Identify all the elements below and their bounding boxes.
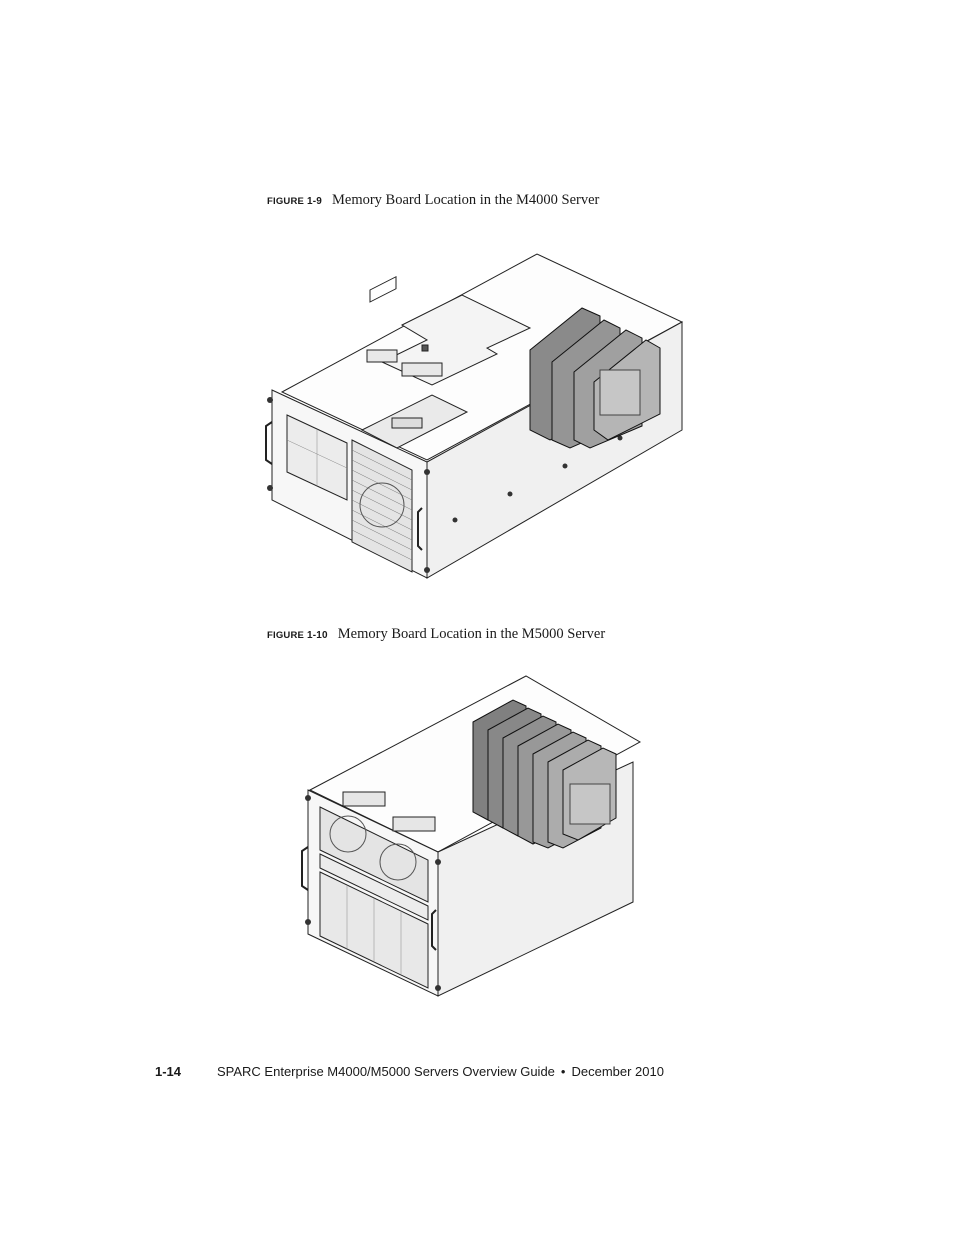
m4000-top-latch-1 [366,349,398,363]
page-number: 1-14 [155,1064,182,1079]
figure-1-9-title: Memory Board Location in the M4000 Serve… [332,192,600,208]
m5000-top-latch-2 [392,816,436,832]
m4000-top-latch-2 [401,362,443,377]
figure-1-9-caption: FIGURE 1-9 Memory Board Location in the M… [267,192,599,209]
m4000-front-fan-grille [351,439,413,573]
page-footer: 1-14 SPARC Enterprise M4000/M5000 Servers… [155,1064,664,1079]
m4000-memory-boards [529,307,661,449]
m5000-server-illustration [301,675,642,997]
footer-separator: • [560,1064,566,1079]
figure-1-10-title: Memory Board Location in the M5000 Serve… [337,626,606,642]
figure-1-10-caption: FIGURE 1-10 Memory Board Location in the … [267,626,605,643]
figure-1-10-label: FIGURE 1-10 [267,630,328,641]
document-title: SPARC Enterprise M4000/M5000 Servers Ove… [217,1064,555,1079]
document-date: December 2010 [571,1064,664,1079]
m5000-front-handle [301,846,309,891]
m5000-fan-grille [319,806,429,903]
m4000-front-handle [265,421,273,465]
m5000-memory-boards [472,699,617,849]
m5000-top-latch-1 [342,791,386,807]
figure-1-9-label: FIGURE 1-9 [267,196,322,207]
m4000-server-illustration [265,253,684,579]
